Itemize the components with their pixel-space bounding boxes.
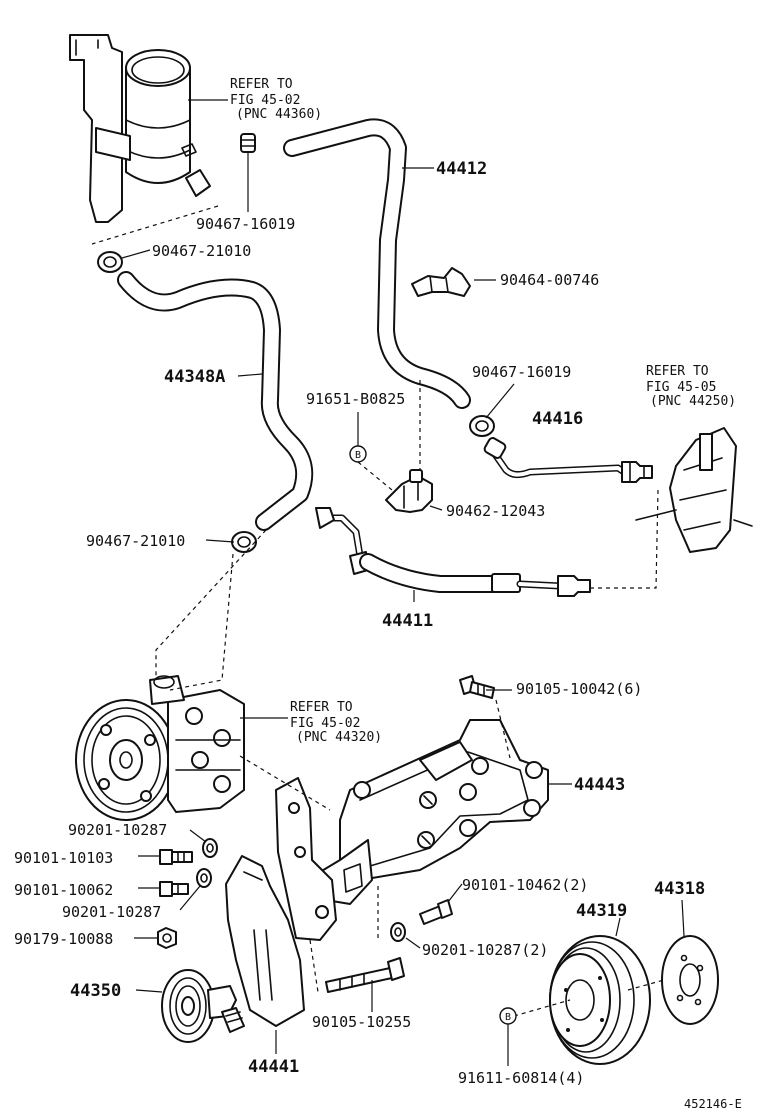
steering-gear-reference — [635, 427, 753, 553]
clamp-90467-21010-upper — [97, 251, 123, 273]
label-90101-10462: 90101-10462(2) — [462, 876, 588, 894]
figure-code: 452146-E — [684, 1097, 742, 1111]
washer-90201-10287-b — [196, 868, 212, 888]
adjusting-bar — [275, 777, 337, 941]
plate-44318 — [661, 935, 719, 1025]
bracket-44441 — [225, 855, 305, 1027]
refer-gear-line3: (PNC 44250) — [650, 394, 736, 409]
pressure-hose-44411 — [315, 507, 591, 597]
return-tube-44416 — [483, 437, 653, 483]
suction-hose-44348A — [117, 271, 314, 531]
label-44411: 44411 — [382, 611, 433, 631]
clamp-90467-16019-lower — [469, 415, 495, 437]
crank-pulley-44319 — [549, 935, 651, 1065]
return-hose-44412 — [283, 118, 471, 409]
part-labels: REFER TO FIG 45-02 (PNC 44360) 44412 904… — [14, 77, 742, 1111]
assembly-lines — [91, 205, 665, 1017]
clamp-90467-21010-lower — [231, 531, 257, 553]
clip-90464-00746 — [411, 267, 471, 297]
refer-reservoir-line2: FIG 45-02 — [230, 93, 300, 108]
reservoir-assembly — [69, 34, 211, 223]
idler-pulley-44350 — [161, 969, 245, 1043]
refer-pump-line2: FIG 45-02 — [290, 716, 360, 731]
label-44348A: 44348A — [164, 367, 225, 387]
refer-pump-line1: REFER TO — [290, 700, 353, 715]
clamp-90462-12043 — [385, 469, 433, 513]
label-90201-10287-b: 90201-10287 — [62, 903, 161, 921]
bolt-90105-10255 — [325, 957, 405, 993]
label-90467-16019-b: 90467-16019 — [472, 363, 571, 381]
label-90467-16019-a: 90467-16019 — [196, 215, 295, 233]
label-90201-10287-c: 90201-10287(2) — [422, 941, 548, 959]
washer-90201-10287-c — [390, 922, 406, 942]
bolt-90101-10103 — [159, 849, 193, 865]
label-44350: 44350 — [70, 981, 121, 1001]
refer-reservoir-line1: REFER TO — [230, 77, 293, 92]
label-91611-60814: 91611-60814(4) — [458, 1069, 584, 1087]
refer-gear-line2: FIG 45-05 — [646, 380, 716, 395]
label-90201-10287-a: 90201-10287 — [68, 821, 167, 839]
clamp-90467-16019-top — [240, 133, 256, 153]
nut-90179-10088 — [157, 927, 177, 949]
label-90467-21010-b: 90467-21010 — [86, 532, 185, 550]
power-steering-pump — [75, 675, 245, 821]
label-90464-00746: 90464-00746 — [500, 271, 599, 289]
label-90105-10255: 90105-10255 — [312, 1013, 411, 1031]
label-90101-10062: 90101-10062 — [14, 881, 113, 899]
svg-text:B: B — [355, 450, 361, 461]
leader-lines — [121, 99, 685, 1066]
label-44441: 44441 — [248, 1057, 299, 1077]
label-44412: 44412 — [436, 159, 487, 179]
svg-text:B: B — [505, 1012, 511, 1023]
bolt-90101-10062 — [159, 881, 189, 897]
label-44318: 44318 — [654, 879, 705, 899]
bolt-90105-10042 — [459, 675, 495, 699]
bolt-90101-10462 — [419, 899, 453, 925]
label-90462-12043: 90462-12043 — [446, 502, 545, 520]
marker-b-lower: B — [499, 1007, 517, 1025]
label-90467-21010-a: 90467-21010 — [152, 242, 251, 260]
refer-gear-line1: REFER TO — [646, 364, 709, 379]
label-44416: 44416 — [532, 409, 583, 429]
label-44443: 44443 — [574, 775, 625, 795]
marker-b-upper: B — [349, 445, 367, 463]
label-91651-B0825: 91651-B0825 — [306, 390, 405, 408]
label-90101-10103: 90101-10103 — [14, 849, 113, 867]
label-44319: 44319 — [576, 901, 627, 921]
refer-pump-line3: (PNC 44320) — [296, 730, 382, 745]
label-90179-10088: 90179-10088 — [14, 930, 113, 948]
washer-90201-10287-a — [202, 838, 218, 858]
refer-reservoir-line3: (PNC 44360) — [236, 107, 322, 122]
label-90105-10042: 90105-10042(6) — [516, 680, 642, 698]
